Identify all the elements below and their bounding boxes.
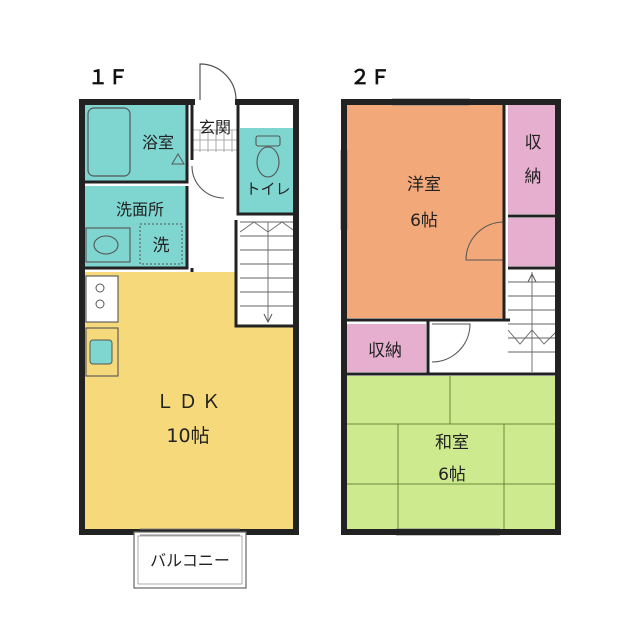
toilet-label: トイレ — [245, 180, 290, 198]
wash-basin-icon — [93, 235, 119, 255]
partitions-2f — [344, 102, 558, 376]
tatami-lines — [344, 376, 558, 532]
western-door-icon — [465, 221, 505, 261]
floor-1-label: １Ｆ — [88, 67, 128, 89]
closet-right-label-1: 収 — [525, 133, 542, 153]
hall-door-2f-icon — [431, 323, 471, 363]
toilet-tank-icon — [255, 135, 281, 147]
washer-label: 洗 — [153, 236, 170, 256]
washroom-label: 洗面所 — [116, 200, 164, 219]
closet-right-label-2: 納 — [525, 167, 542, 187]
balcony-label: バルコニー — [150, 551, 230, 570]
stove-icon — [85, 275, 119, 323]
ldk-size-label: 10帖 — [166, 425, 209, 447]
walls-1f — [79, 99, 299, 535]
balcony-area — [133, 531, 247, 589]
japanese-room-label: 和室 — [435, 433, 469, 453]
toilet-bowl-icon — [256, 146, 280, 178]
first-floor: 浴室 玄関 トイレ 洗面所 洗 — [79, 63, 299, 589]
western-room-area — [344, 102, 504, 318]
closet-left-label: 収納 — [368, 341, 402, 361]
walls-2f — [341, 99, 561, 535]
japanese-room-area — [344, 376, 558, 532]
ldk-label: ＬＤＫ — [155, 391, 224, 413]
ldk-area — [82, 272, 296, 532]
closet-right-area — [508, 102, 558, 214]
kitchen-sink-icon — [89, 339, 113, 365]
second-floor: 洋室 6帖 収 納 収納 和室 6帖 — [140, 98, 561, 536]
burner-icon — [95, 299, 105, 309]
closet-small-area — [508, 218, 558, 266]
staircase-1f — [239, 221, 297, 324]
washer-space — [139, 223, 183, 265]
staircase-2f — [507, 272, 559, 372]
entrance-tiles — [192, 102, 238, 152]
balcony-inner-rail — [137, 535, 243, 585]
burner-icon — [95, 283, 105, 293]
entrance-door-icon — [199, 63, 237, 101]
bath-door-icon — [171, 153, 185, 165]
partitions-1f — [82, 102, 296, 328]
closet-left-area — [344, 324, 426, 372]
japanese-room-size: 6帖 — [438, 465, 466, 485]
hall-door-icon — [191, 165, 225, 199]
western-room-label: 洋室 — [407, 175, 441, 195]
entrance-label: 玄関 — [199, 118, 231, 137]
western-room-size: 6帖 — [410, 211, 438, 231]
bathroom-label: 浴室 — [142, 133, 174, 152]
bathtub-icon — [87, 107, 131, 177]
floor-2-label: ２Ｆ — [350, 67, 390, 89]
